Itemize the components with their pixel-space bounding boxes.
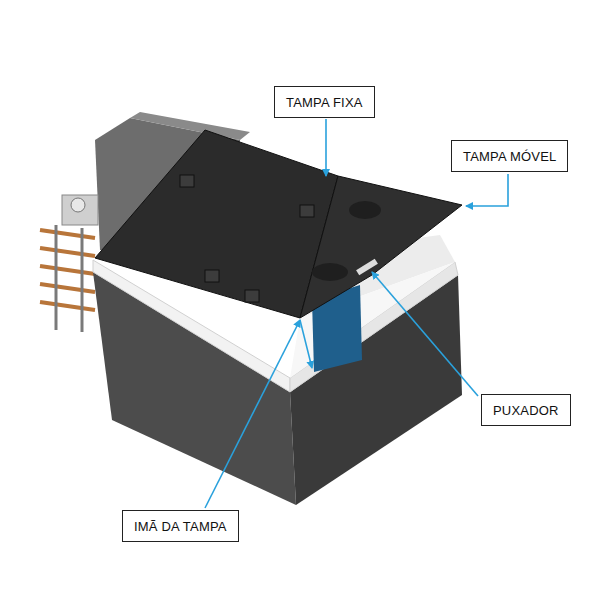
label-box: TAMPA MÓVEL xyxy=(451,140,568,172)
label-box: IMÃ DA TAMPA xyxy=(122,510,239,542)
part-label: TAMPA FIXA xyxy=(286,95,363,110)
copper-coil xyxy=(40,230,95,310)
valve-knob xyxy=(71,198,85,212)
lid-hinges xyxy=(180,175,314,302)
movable-lid xyxy=(300,176,462,318)
label-box: TAMPA FIXA xyxy=(274,86,375,118)
compressor-top xyxy=(130,112,250,140)
lid-recess xyxy=(312,263,348,281)
part-label: PUXADOR xyxy=(493,403,559,418)
handle xyxy=(356,259,378,276)
part-label: TAMPA MÓVEL xyxy=(463,149,556,164)
fixed-lid xyxy=(95,130,338,318)
part-label: IMÃ DA TAMPA xyxy=(134,519,227,534)
lid-recess xyxy=(349,201,381,219)
leader-lines xyxy=(205,119,508,508)
coil-frame xyxy=(56,225,82,332)
valve-block xyxy=(62,195,98,225)
label-box: PUXADOR xyxy=(481,394,571,426)
